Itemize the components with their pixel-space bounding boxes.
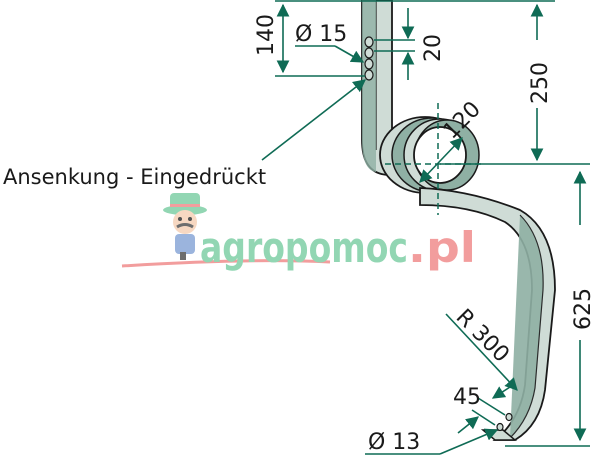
dim-140: 140 (254, 14, 279, 56)
dimension-lines (261, 0, 590, 455)
watermark: agropomoc .pl (121, 193, 476, 272)
dim-625: 625 (571, 288, 596, 330)
spring-tine (361, 0, 556, 441)
watermark-swoosh (121, 259, 331, 268)
dim-bend-radius: R 300 (451, 305, 514, 368)
dim-hole-diameter-bottom: Ø 13 (368, 430, 420, 455)
dim-hole-diameter-top: Ø 15 (295, 22, 347, 47)
dim-hole-spacing-bottom: 45 (453, 385, 481, 410)
farmer-mascot-icon (163, 193, 207, 260)
dim-250: 250 (528, 62, 553, 104)
top-holes (364, 36, 374, 81)
watermark-brand: agropomoc (200, 223, 408, 272)
countersink-note: Ansenkung - Eingedrückt (3, 165, 266, 189)
watermark-tld: .pl (408, 223, 476, 272)
dim-hole-spacing-top: 20 (421, 34, 446, 62)
bottom-holes (496, 412, 513, 432)
